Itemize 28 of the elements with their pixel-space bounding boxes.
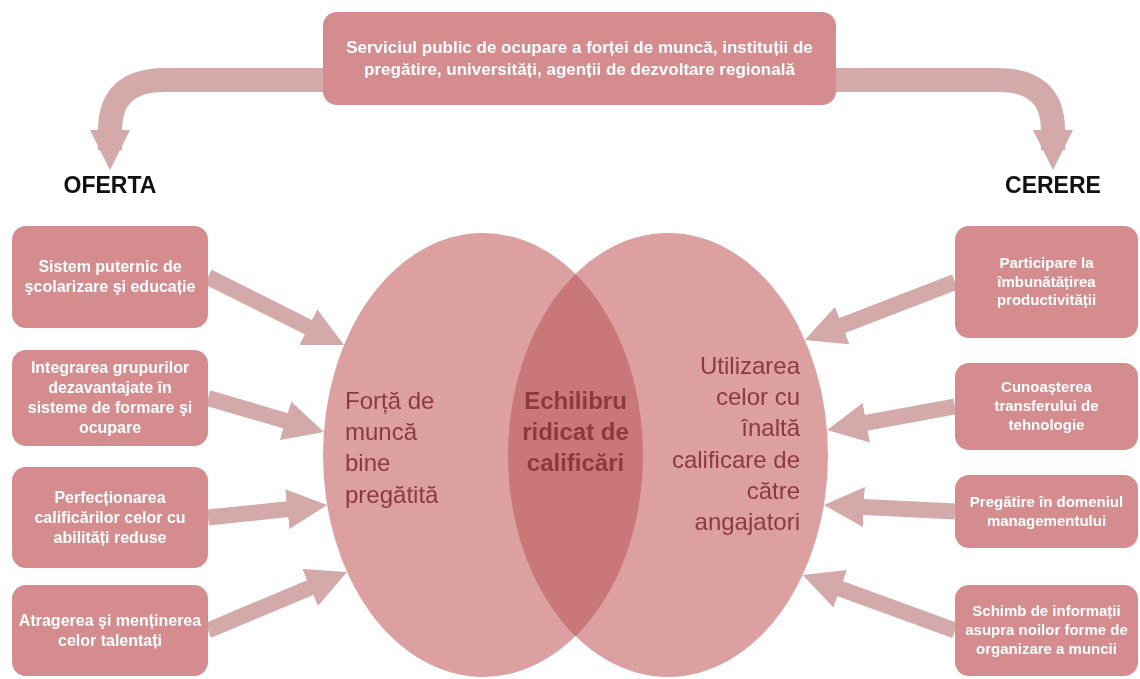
arrow — [207, 489, 328, 530]
box-label: Sistem puternic de şcolarizare şi educație — [23, 257, 197, 297]
arrow — [90, 68, 323, 170]
ellipse-label: Forță de muncă bine pregătită — [345, 386, 440, 510]
info-box — [12, 226, 208, 328]
arrow — [825, 398, 957, 443]
info-box — [323, 12, 836, 105]
box-label: Atragerea şi menținerea celor talentați — [18, 610, 202, 651]
info-box — [955, 363, 1138, 450]
box-label: Cunoaşterea transferului de tehnologie — [993, 378, 1100, 435]
box-label: Integrarea grupurilor dezavantajate în sisteme de formare şi ocupare — [26, 358, 194, 438]
arrow — [823, 487, 956, 527]
box-label: Serviciul public de ocupare a forței de muncă, instituții de pregătire, universități, agenții de dezvoltare regională — [345, 37, 814, 80]
info-box — [12, 350, 208, 446]
info-box — [12, 585, 208, 676]
box-label: Pregătire în domeniul managementului — [968, 492, 1125, 531]
column-heading: OFERTA — [45, 172, 175, 202]
box-label: Schimb de informații asupra noilor forme de organizare a muncii — [964, 602, 1129, 659]
column-heading: CERERE — [988, 172, 1118, 202]
overlap-label: Echilibru ridicat de calificări — [521, 386, 630, 479]
info-box — [955, 585, 1138, 676]
box-label: Perfecționarea calificărilor celor cu abilități reduse — [33, 487, 187, 548]
info-box — [12, 467, 208, 568]
box-label: Participare la îmbunătățirea productivității — [995, 253, 1098, 311]
ellipse-label: Utilizarea celor cu înaltă calificare de către angajatori — [670, 351, 800, 537]
arrow — [836, 68, 1073, 170]
info-box — [955, 226, 1138, 338]
info-box — [955, 475, 1138, 548]
